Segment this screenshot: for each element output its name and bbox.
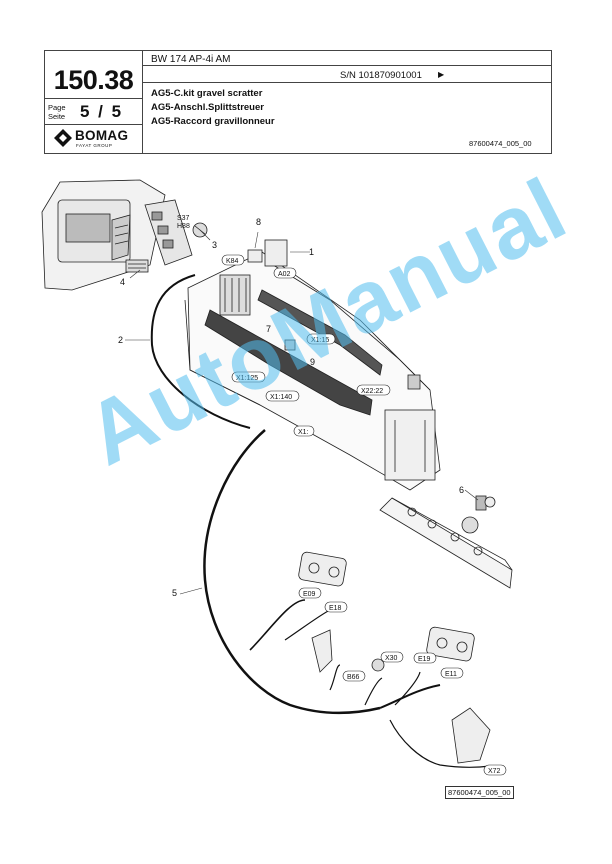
svg-text:X30: X30 [385,655,398,662]
dashboard-illustration [41,179,208,291]
lamps-illustration [298,551,491,764]
label-a02: A02 [273,267,297,279]
label-x1-125: X1:125 [231,371,266,383]
parts-drawing: 1 2 3 4 5 6 7 8 9 S37 H88 K84 A02 X1:15 … [41,179,513,776]
logo-text: BOMAG [75,128,129,143]
page-number: 150.38 [53,65,134,95]
figure-reference: 87600474_005_00 [445,786,514,799]
seite-label-text: Seite [48,112,66,121]
page-info-cell: 150.38 Page Seite 5 / 5 BOMAG FAYAT GROU… [45,51,143,153]
component-labels: S37 H88 [177,215,190,230]
page-fraction: 5 / 5 [80,102,124,121]
page-label: Page Seite [48,103,66,121]
divider [142,65,551,66]
label-k84: K84 [221,254,245,266]
svg-text:X1:125: X1:125 [236,375,258,382]
callouts: 1 2 3 4 5 6 7 8 9 [118,217,464,598]
divider [45,98,142,99]
label-x1-140: X1:140 [265,390,300,402]
callout-7: 7 [266,324,271,334]
label-e18: E18 [324,601,348,613]
title-en: AG5-C.kit gravel scratter [151,88,263,99]
label-x72: X72 [483,764,507,776]
svg-text:E09: E09 [303,591,316,598]
label-s37: S37 [177,215,190,222]
connector-bracket-illustration [379,495,513,589]
callout-8: 8 [256,217,261,227]
wire-harness [150,274,491,768]
serial-number: S/N 101870901001 [340,70,422,81]
bomag-logo: BOMAG FAYAT GROUP [53,128,138,150]
callout-9: 9 [310,357,315,367]
callout-5: 5 [172,588,177,598]
svg-text:K84: K84 [226,258,239,265]
label-h88: H88 [177,223,190,230]
label-b66: B66 [342,670,366,682]
label-x1-15: X1:15 [306,333,336,345]
svg-text:E11: E11 [445,671,457,678]
model-name: BW 174 AP-4i AM [151,54,231,65]
svg-text:X22:22: X22:22 [361,388,383,395]
label-x1: X1: [293,425,315,437]
label-x22-22: X22:22 [356,384,391,396]
logo-subtext: FAYAT GROUP [76,143,113,148]
bomag-logo-icon [54,129,72,147]
svg-text:X1:15: X1:15 [311,337,329,344]
document-number: 87600474_005_00 [469,139,532,148]
svg-text:X72: X72 [488,768,501,775]
divider [142,82,551,83]
svg-text:E18: E18 [329,605,342,612]
page-label-text: Page [48,103,66,112]
callout-2: 2 [118,335,123,345]
svg-text:E19: E19 [418,656,431,663]
boxed-labels: K84 A02 X1:15 X1:125 X1:140 X22:22 X1: E… [221,254,507,776]
callout-6: 6 [459,485,464,495]
label-x30: X30 [380,651,404,663]
label-e09: E09 [298,587,322,599]
label-e11: E11 [440,667,464,679]
arrow-right-icon: ▶ [438,70,445,79]
callout-3: 3 [212,240,217,250]
control-box-illustration [184,239,441,491]
title-fr: AG5-Raccord gravillonneur [151,116,275,127]
label-e19: E19 [413,652,437,664]
title-de: AG5-Anschl.Splittstreuer [151,102,264,113]
svg-text:A02: A02 [278,271,291,278]
svg-text:B66: B66 [347,674,360,681]
divider [45,124,142,125]
leader-lines [125,229,479,595]
svg-text:X1:: X1: [298,429,309,436]
svg-text:X1:140: X1:140 [270,394,292,401]
header-block: 150.38 Page Seite 5 / 5 BOMAG FAYAT GROU… [44,50,552,154]
callout-1: 1 [309,247,314,257]
callout-4: 4 [120,277,125,287]
